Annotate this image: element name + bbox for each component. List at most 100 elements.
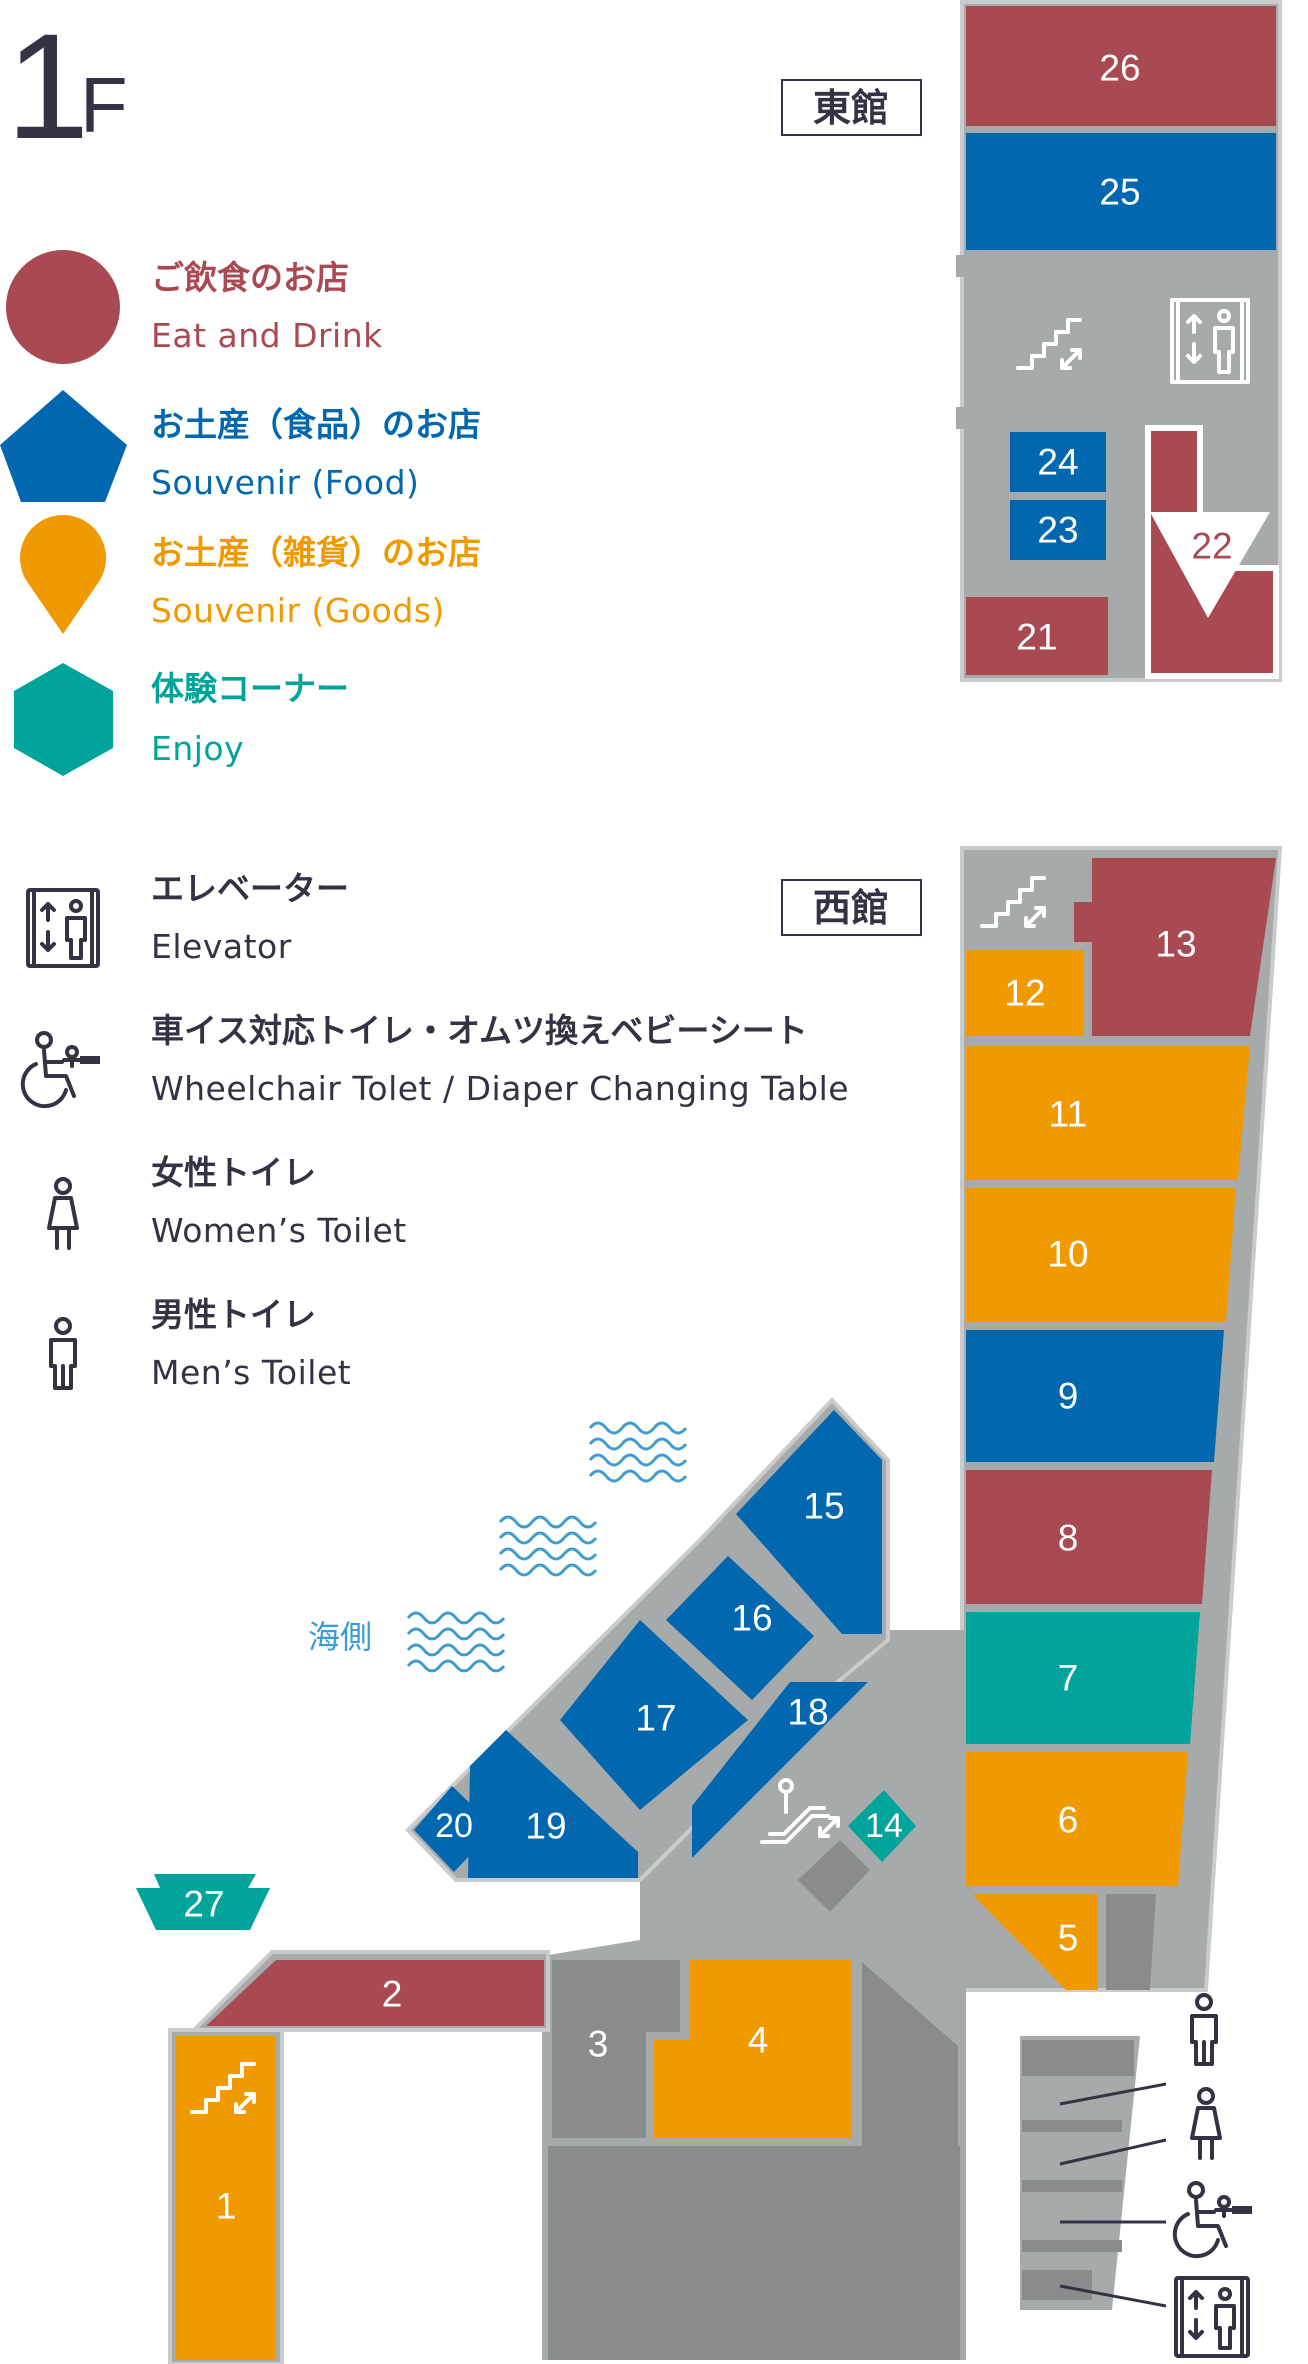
shop-17-label: 17 (635, 1698, 676, 1739)
shop-18-label: 18 (787, 1692, 828, 1733)
shop-13[interactable]: 13 (1074, 858, 1276, 1036)
shop-3[interactable]: 3 (552, 1960, 680, 2138)
circle-icon (6, 250, 120, 364)
shop-27[interactable]: 27 (136, 1874, 270, 1930)
legend-categories: ご飲食のお店 Eat and Drink お土産（食品）のお店 Souvenir… (0, 250, 481, 776)
legend-wheelchair-jp: 車イス対応トイレ・オムツ換えベビーシート (151, 1011, 808, 1050)
legend-elevator-en: Elevator (151, 927, 292, 966)
legend-women-jp: 女性トイレ (151, 1153, 316, 1192)
service-room-main (548, 1962, 960, 2360)
elevator-icon (26, 888, 100, 968)
restroom-area (1020, 2036, 1167, 2310)
mens-toilet-icon (1190, 1993, 1218, 2066)
shop-4-label: 4 (748, 2020, 769, 2061)
shop-15[interactable]: 15 (736, 1410, 882, 1634)
legend-men-en: Men’s Toilet (151, 1353, 351, 1392)
shop-21-label: 21 (1016, 617, 1057, 658)
legend-women-en: Women’s Toilet (151, 1211, 407, 1250)
shop-22-label: 22 (1191, 526, 1232, 567)
shop-19[interactable]: 19 (468, 1730, 638, 1878)
shop-25[interactable]: 25 (966, 133, 1276, 250)
stairs-icon (980, 876, 1046, 928)
shop-24-label: 24 (1037, 442, 1078, 483)
sea-label: 海側 (308, 1618, 372, 1656)
shop-24[interactable]: 24 (1010, 432, 1106, 492)
wave-icon (498, 1515, 598, 1577)
shop-22[interactable]: 22 (1145, 425, 1279, 679)
svg-text:西館: 西館 (813, 886, 889, 930)
legend-elevator-jp: エレベーター (151, 869, 349, 908)
shop-21[interactable]: 21 (966, 597, 1108, 675)
hexagon-icon (14, 663, 113, 776)
legend-men-jp: 男性トイレ (151, 1295, 316, 1334)
shop-23[interactable]: 23 (1010, 500, 1106, 560)
legend-enjoy-jp: 体験コーナー (151, 669, 349, 708)
shop-12-label: 12 (1004, 973, 1045, 1014)
wave-icon (406, 1611, 506, 1673)
shop-15-label: 15 (803, 1486, 844, 1527)
womens-toilet-icon (47, 1177, 79, 1250)
shop-17[interactable]: 17 (560, 1620, 748, 1810)
east-building: 26 25 24 23 2 (956, 0, 1282, 682)
womens-toilet-icon (1190, 2087, 1222, 2160)
west-building: 13 12 11 10 9 8 7 6 (136, 846, 1283, 2364)
legend-elevator: エレベーター Elevator (26, 869, 349, 968)
shop-6[interactable]: 6 (966, 1752, 1188, 1886)
shop-10-label: 10 (1047, 1234, 1088, 1275)
shop-2[interactable]: 2 (206, 1960, 544, 2026)
shop-16-label: 16 (731, 1598, 772, 1639)
legend-food-jp: お土産（食品）のお店 (151, 405, 481, 444)
shop-4[interactable]: 4 (654, 1960, 852, 2138)
floor-letter: F (80, 61, 128, 149)
shop-27-label: 27 (183, 1884, 224, 1925)
mens-toilet-icon (49, 1317, 77, 1390)
shop-20-label: 20 (435, 1807, 473, 1845)
shop-16[interactable]: 16 (666, 1556, 814, 1700)
elevator-icon (1174, 2276, 1250, 2358)
shop-23-label: 23 (1037, 510, 1078, 551)
shop-11-label: 11 (1049, 1094, 1087, 1135)
shop-18[interactable]: 18 (692, 1682, 868, 1858)
shop-26[interactable]: 26 (966, 6, 1276, 126)
legend-enjoy-en: Enjoy (151, 729, 244, 768)
wheelchair-toilet-icon (1172, 2181, 1252, 2259)
svg-text:東館: 東館 (813, 86, 889, 130)
escalator-icon (760, 1778, 840, 1844)
shop-5[interactable]: 5 (972, 1894, 1098, 1990)
shop-9[interactable]: 9 (966, 1330, 1224, 1462)
shop-26-label: 26 (1099, 48, 1140, 89)
stairs-icon (1016, 318, 1082, 370)
legend-facilities: エレベーター Elevator 車イス対応トイレ・オムツ換えベビーシート Whe… (20, 869, 849, 1392)
service-room-right (1106, 1894, 1156, 1990)
shop-2-label: 2 (382, 1974, 403, 2015)
shop-7[interactable]: 7 (966, 1612, 1200, 1744)
stairs-icon (190, 2062, 256, 2114)
legend-mens-toilet: 男性トイレ Men’s Toilet (49, 1295, 351, 1392)
shop-12[interactable]: 12 (966, 950, 1084, 1036)
shop-5-label: 5 (1058, 1918, 1079, 1959)
floor-number: 1 (6, 2, 89, 170)
shop-9-label: 9 (1058, 1376, 1079, 1417)
shop-14[interactable]: 14 (848, 1790, 916, 1862)
floor-title: 1 F (6, 2, 128, 170)
shop-6-label: 6 (1058, 1800, 1079, 1841)
shop-1-label: 1 (216, 2186, 237, 2227)
shop-8[interactable]: 8 (966, 1470, 1212, 1604)
legend-eat: ご飲食のお店 Eat and Drink (6, 250, 383, 364)
shop-20[interactable]: 20 (414, 1786, 496, 1872)
legend-womens-toilet: 女性トイレ Women’s Toilet (47, 1153, 407, 1250)
service-room-escalator (798, 1840, 870, 1912)
shop-7-label: 7 (1058, 1658, 1079, 1699)
wave-icon (588, 1421, 688, 1483)
shop-8-label: 8 (1058, 1518, 1079, 1559)
legend-wheelchair-en: Wheelchair Tolet / Diaper Changing Table (151, 1069, 849, 1108)
east-building-label: 東館 (781, 79, 922, 136)
shop-3-label: 3 (588, 2024, 609, 2065)
shop-11[interactable]: 11 (966, 1046, 1250, 1180)
shop-19-label: 19 (525, 1806, 566, 1847)
shop-14-label: 14 (865, 1807, 903, 1845)
legend-wheelchair-toilet: 車イス対応トイレ・オムツ換えベビーシート Wheelchair Tolet / … (20, 1011, 849, 1109)
shop-10[interactable]: 10 (966, 1188, 1236, 1322)
shop-1[interactable]: 1 (176, 2036, 276, 2360)
